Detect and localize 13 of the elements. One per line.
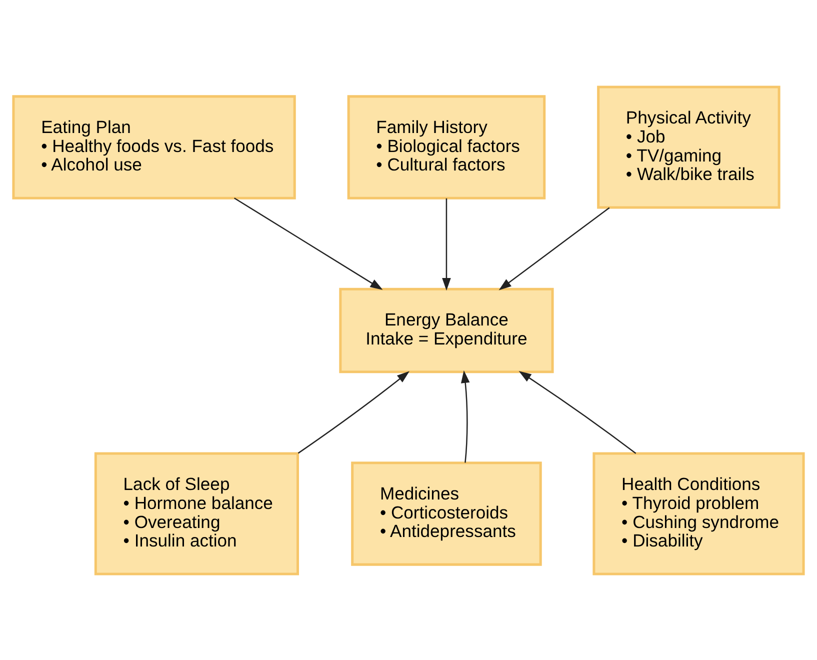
node-box: Medicines • Corticosteroids • Antidepressants xyxy=(351,461,542,566)
arrow xyxy=(460,370,470,462)
node-box: Health Conditions • Thyroid problem • Cushing syndrome • Disability xyxy=(592,452,805,575)
arrow xyxy=(234,197,383,290)
arrow xyxy=(518,370,636,454)
arrow xyxy=(298,370,410,454)
node-box: Family History • Biological factors • Cultural factors xyxy=(347,94,546,199)
node-box: Lack of Sleep • Hormone balance • Overeating • Insulin action xyxy=(94,452,299,575)
arrow xyxy=(442,198,451,290)
arrow xyxy=(498,206,610,290)
node-box: Eating Plan • Healthy foods vs. Fast foods • Alcohol use xyxy=(12,94,296,199)
node-box: Physical Activity • Job • TV/gaming • Walk/bike trails xyxy=(597,85,780,208)
node-box: Energy Balance Intake = Expenditure xyxy=(339,287,554,373)
